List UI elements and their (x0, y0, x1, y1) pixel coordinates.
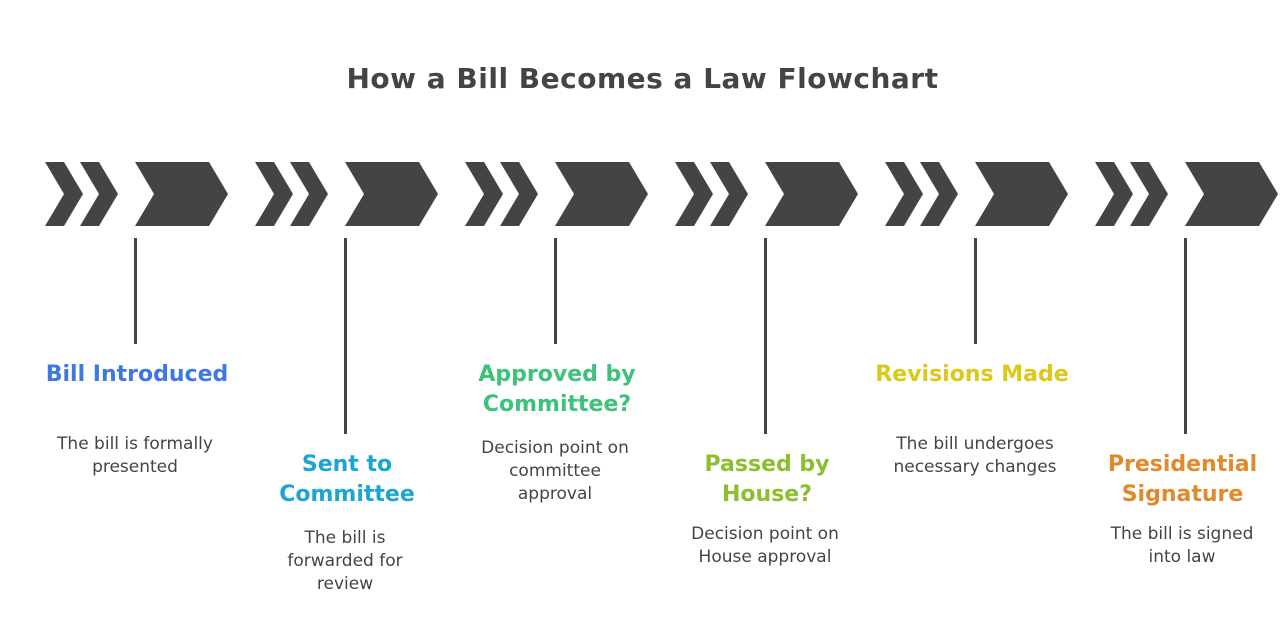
step-description: The bill is signed into law (1110, 524, 1254, 567)
flow-step-bill-introduced: Bill Introduced The bill is formally pre… (0, 0, 228, 617)
page-title: How a Bill Becomes a Law Flowchart (346, 62, 939, 95)
connector-line (344, 238, 347, 434)
step-title: Approved by Committee? (478, 362, 636, 417)
chevron-arrow-icon (675, 162, 858, 226)
connector-line (554, 238, 557, 344)
connector-line (974, 238, 977, 344)
flow-step-passed-by-house: Passed by House? Decision point on House… (630, 0, 858, 617)
flow-step-sent-to-committee: Sent to Committee The bill is forwarded … (210, 0, 438, 617)
step-description: The bill is formally presented (57, 434, 213, 477)
flow-step-approved-by-committee: Approved by Committee? Decision point on… (420, 0, 648, 617)
step-description: The bill undergoes necessary changes (893, 434, 1057, 477)
chevron-arrow-icon (45, 162, 228, 226)
connector-line (134, 238, 137, 344)
step-title: Presidential Signature (1107, 452, 1258, 507)
chevron-arrow-icon (1095, 162, 1278, 226)
step-title: Sent to Committee (279, 452, 415, 507)
step-description: Decision point on committee approval (481, 438, 629, 504)
chevron-arrow-icon (885, 162, 1068, 226)
flow-step-revisions-made: Revisions Made The bill undergoes necess… (840, 0, 1069, 617)
chevron-arrow-icon (255, 162, 438, 226)
connector-line (1184, 238, 1187, 434)
flow-step-presidential-signature: Presidential Signature The bill is signe… (1050, 0, 1278, 617)
step-description: Decision point on House approval (691, 524, 839, 567)
connector-line (764, 238, 767, 434)
step-title: Passed by House? (704, 452, 830, 507)
step-title: Revisions Made (875, 362, 1069, 387)
chevron-arrow-icon (465, 162, 648, 226)
step-description: The bill is forwarded for review (287, 528, 403, 594)
step-title: Bill Introduced (45, 362, 229, 387)
